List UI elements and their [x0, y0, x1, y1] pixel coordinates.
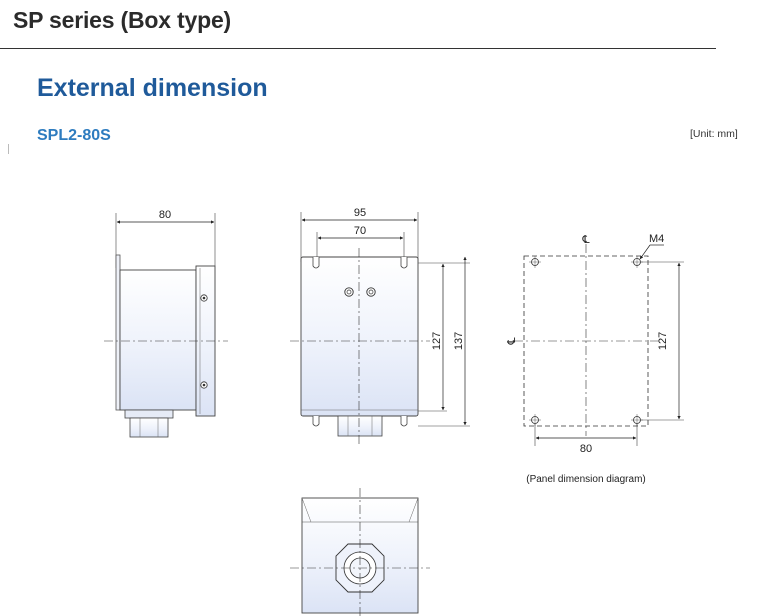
front-width-outer-dim: 95 [354, 207, 366, 219]
front-cable-gland [337, 415, 383, 437]
side-width-dim: 80 [159, 209, 171, 221]
side-body [119, 269, 197, 411]
panel-height-dim: 127 [657, 332, 669, 350]
centerline-left-symbol: ℄ [506, 337, 518, 345]
front-body [300, 256, 419, 417]
panel-caption: (Panel dimension diagram) [526, 474, 646, 485]
front-view: 95 70 [290, 207, 470, 445]
screw-icon [366, 287, 376, 297]
panel-view: ℄ ℄ M4 127 [506, 233, 684, 485]
screw-icon [200, 381, 208, 389]
front-width-inner-dim: 70 [354, 225, 366, 237]
panel-width-dim: 80 [580, 443, 592, 455]
m4-leader [639, 244, 651, 260]
unit-note: [Unit: mm] [690, 128, 738, 140]
mounting-hole [529, 256, 541, 268]
title-divider [0, 48, 716, 49]
mount-slot [400, 416, 408, 427]
screw-size-label: M4 [649, 233, 664, 245]
front-height-outer-dim: 137 [453, 332, 465, 350]
margin-mark [8, 144, 9, 154]
mount-slot [312, 257, 320, 269]
mount-slot [400, 257, 408, 269]
screw-icon [344, 287, 354, 297]
side-cable-gland [124, 409, 174, 438]
mount-slot [312, 416, 320, 427]
side-view: 80 [104, 209, 228, 438]
centerline-top-symbol: ℄ [581, 234, 589, 246]
model-name: SPL2-80S [37, 127, 111, 144]
section-heading: External dimension [37, 74, 268, 102]
screw-icon [200, 294, 208, 302]
bottom-view [290, 488, 430, 616]
front-height-inner-dim: 127 [431, 332, 443, 350]
mounting-hole [631, 256, 643, 268]
page-title: SP series (Box type) [13, 7, 232, 33]
